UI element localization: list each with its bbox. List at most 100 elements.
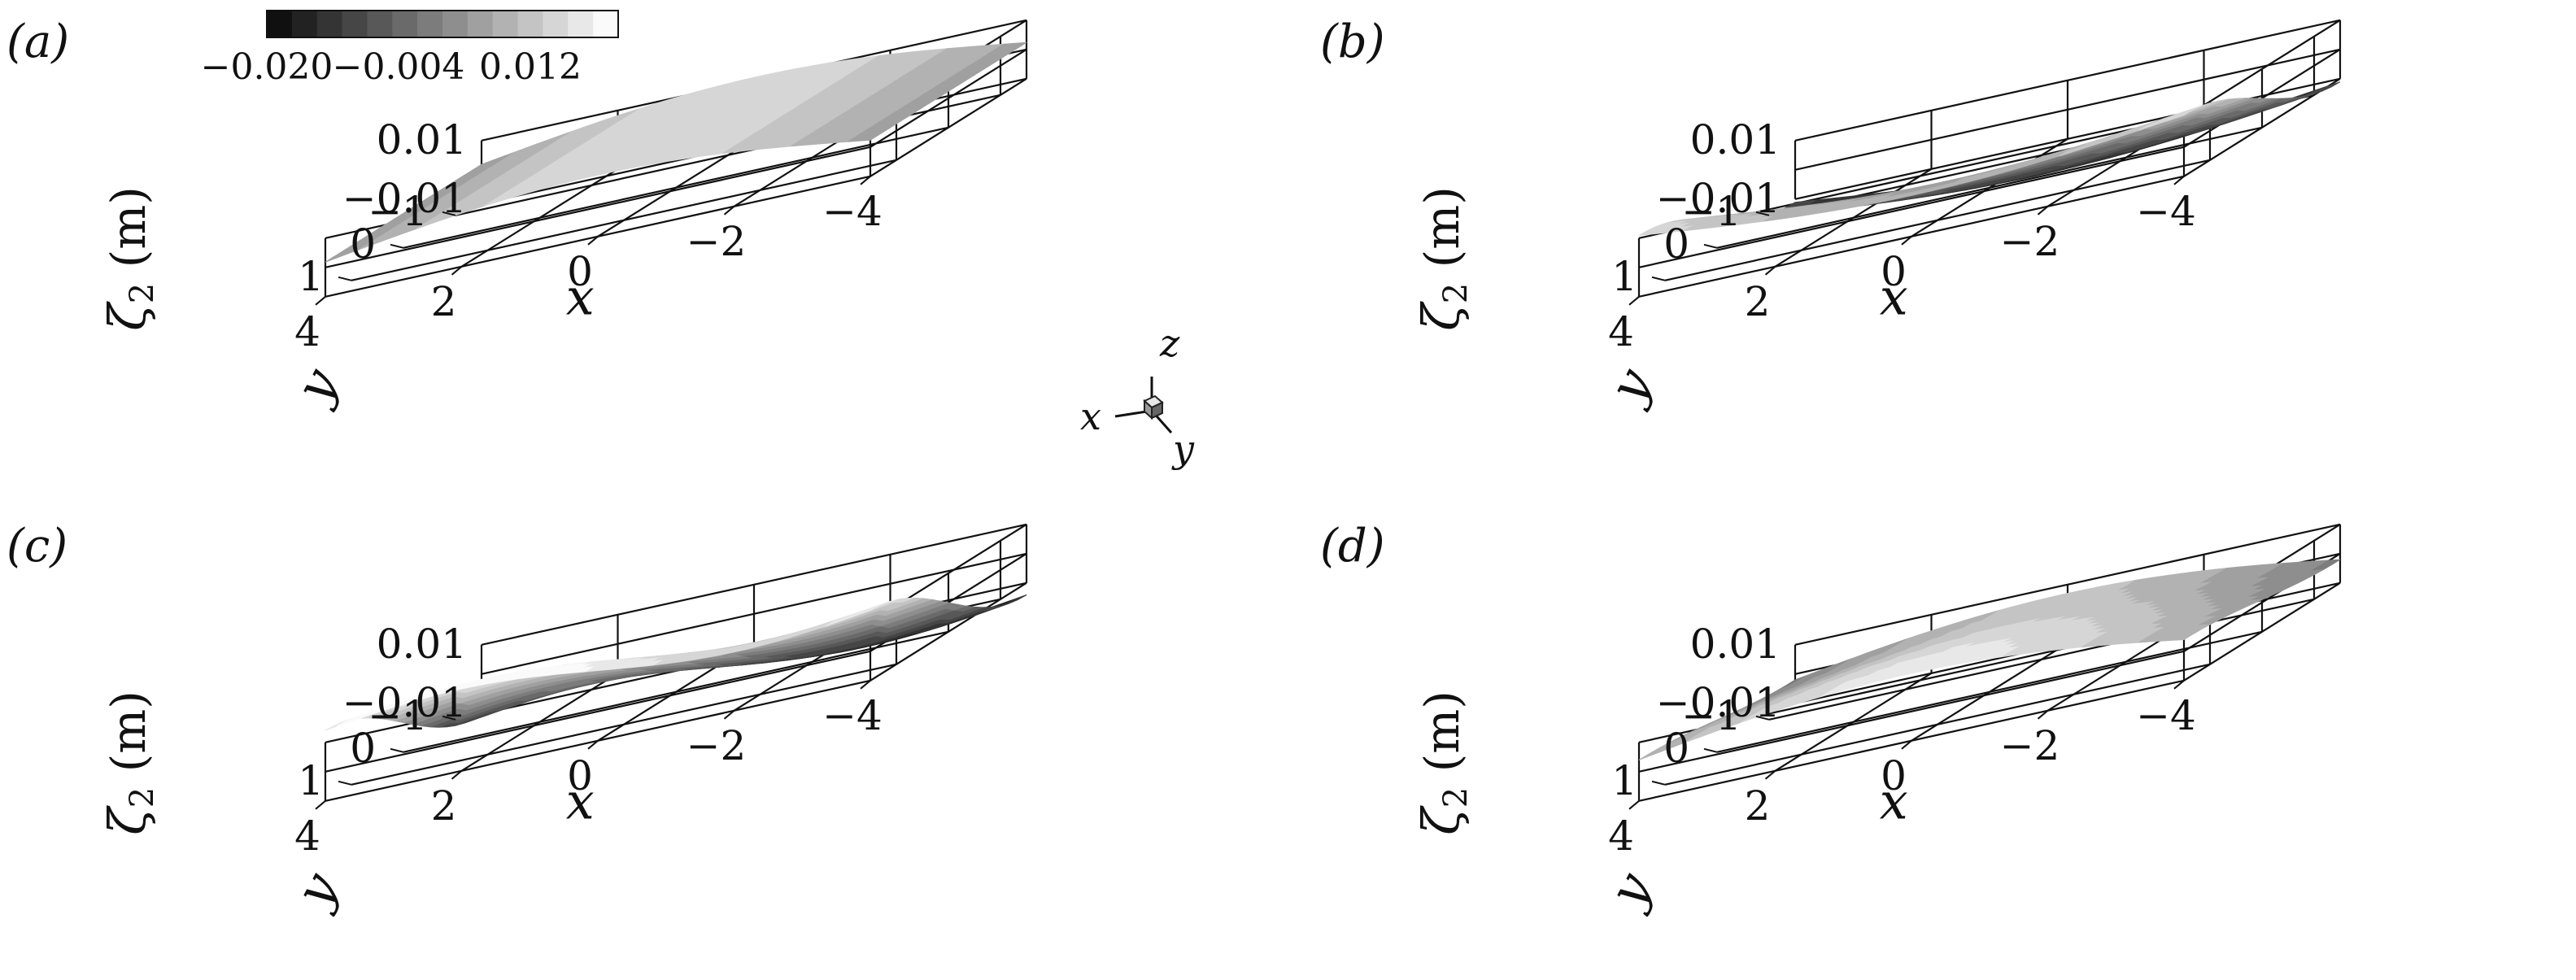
- surface-cell: [858, 134, 879, 142]
- tick-mark: [1628, 296, 1640, 306]
- surface-cell: [858, 605, 879, 616]
- colorbar-swatch: [267, 11, 293, 37]
- surface: [1638, 559, 2341, 760]
- tick-mark: [2173, 680, 2185, 690]
- tick-mark: [1651, 276, 1666, 281]
- grid-line: [1664, 159, 2211, 281]
- colorbar-swatch: [543, 11, 569, 37]
- tick-mark: [1755, 211, 1770, 216]
- tick-mark: [1628, 800, 1640, 810]
- tick-mark: [338, 276, 352, 281]
- tick-mark: [1651, 780, 1666, 786]
- z-tick-label: 0.01: [1690, 116, 1781, 163]
- axis-box: [1637, 19, 2342, 298]
- colorbar-swatch: [467, 11, 494, 37]
- y-tick-label: 0: [350, 220, 376, 268]
- colorbar-swatch: [568, 11, 594, 37]
- tick-mark: [1703, 747, 1718, 753]
- y-tick-label: 1: [298, 757, 324, 804]
- z-tick-label: 0.01: [377, 116, 467, 163]
- x-tick-label: −4: [2136, 188, 2196, 235]
- colorbar-tick: 0.012: [479, 46, 582, 88]
- x-tick-label: 0: [567, 248, 593, 295]
- z-tick-label: −0.01: [342, 679, 467, 726]
- x-axis-label: x: [566, 268, 595, 327]
- colorbar-swatch: [342, 11, 368, 37]
- x-tick-label: 2: [1745, 278, 1771, 325]
- surface-cell: [2172, 634, 2193, 641]
- tick-mark: [451, 770, 463, 780]
- tick-mark: [2037, 710, 2049, 720]
- colorbar-swatch: [392, 11, 418, 37]
- panel-label: (c): [7, 520, 68, 573]
- tick-mark: [451, 266, 463, 276]
- x-axis-label: x: [1880, 772, 1908, 831]
- y-tick-label: 0: [350, 725, 376, 772]
- surface: [325, 595, 1027, 731]
- grid-line: [351, 159, 897, 281]
- ticks: [1628, 176, 2185, 306]
- y-axis-label: y: [1596, 862, 1663, 918]
- y-axis-label: y: [1596, 358, 1663, 414]
- colorbar: −0.020 −0.004 0.012: [201, 10, 619, 88]
- tick-mark: [1901, 740, 1912, 750]
- x-tick-label: −2: [686, 218, 747, 265]
- tick-mark: [338, 780, 352, 786]
- y-tick-label: −1: [368, 692, 428, 739]
- colorbar-swatch: [316, 11, 343, 37]
- tick-mark: [390, 747, 404, 753]
- y-tick-label: 0: [1663, 220, 1689, 268]
- ticks: [315, 176, 871, 306]
- z-axis-label: ζ2 (m): [98, 186, 161, 331]
- y-axis-label: y: [282, 862, 350, 918]
- tick-mark: [390, 243, 404, 249]
- triad-z-label: z: [1159, 321, 1180, 365]
- x-axis-label: x: [566, 772, 595, 831]
- y-tick-label: −1: [1681, 188, 1741, 235]
- x-tick-label: 0: [1881, 752, 1907, 799]
- grid-line: [403, 126, 949, 249]
- tick-mark: [1755, 715, 1770, 721]
- tick-mark: [1703, 243, 1718, 249]
- grid-line: [403, 630, 949, 753]
- x-tick-label: −4: [2136, 692, 2196, 739]
- colorbar-swatch: [517, 11, 544, 37]
- z-tick-label: −0.01: [1656, 679, 1781, 726]
- tick-mark: [860, 176, 871, 185]
- tick-mark: [1901, 236, 1912, 246]
- colorbar-swatch: [417, 11, 443, 37]
- z-tick-label: 0.01: [377, 621, 467, 668]
- y-tick-label: 1: [1611, 253, 1637, 300]
- colorbar-tick: −0.020: [201, 46, 333, 88]
- colorbar-swatch: [367, 11, 393, 37]
- tick-mark: [723, 710, 735, 720]
- colorbar-swatch: [442, 11, 469, 37]
- colorbar-tick: −0.004: [333, 46, 465, 88]
- y-tick-label: 1: [298, 253, 324, 300]
- ticks: [1628, 680, 2185, 810]
- z-axis-label: ζ2 (m): [1411, 186, 1475, 331]
- z-tick-label: −0.01: [1656, 175, 1781, 222]
- axis-triad: z x y: [1080, 321, 1195, 471]
- triad-y-label: y: [1171, 427, 1195, 471]
- tick-mark: [315, 800, 326, 810]
- colorbar-swatch: [593, 11, 619, 37]
- z-axis-label: ζ2 (m): [98, 690, 161, 835]
- x-tick-label: 2: [431, 278, 457, 325]
- x-tick-label: 4: [294, 812, 320, 860]
- panel-label: (a): [7, 15, 69, 68]
- y-tick-label: −1: [368, 188, 428, 235]
- z-axis-label: ζ2 (m): [1411, 690, 1475, 835]
- y-tick-label: 0: [1663, 725, 1689, 772]
- x-tick-label: −2: [2000, 218, 2060, 265]
- y-axis-label: y: [282, 358, 350, 414]
- tick-mark: [860, 680, 871, 690]
- panel-label: (b): [1320, 15, 1385, 68]
- grid-line: [351, 663, 897, 786]
- x-tick-label: 0: [1881, 248, 1907, 295]
- grid-line: [1768, 598, 2315, 721]
- colorbar-border: [266, 10, 619, 38]
